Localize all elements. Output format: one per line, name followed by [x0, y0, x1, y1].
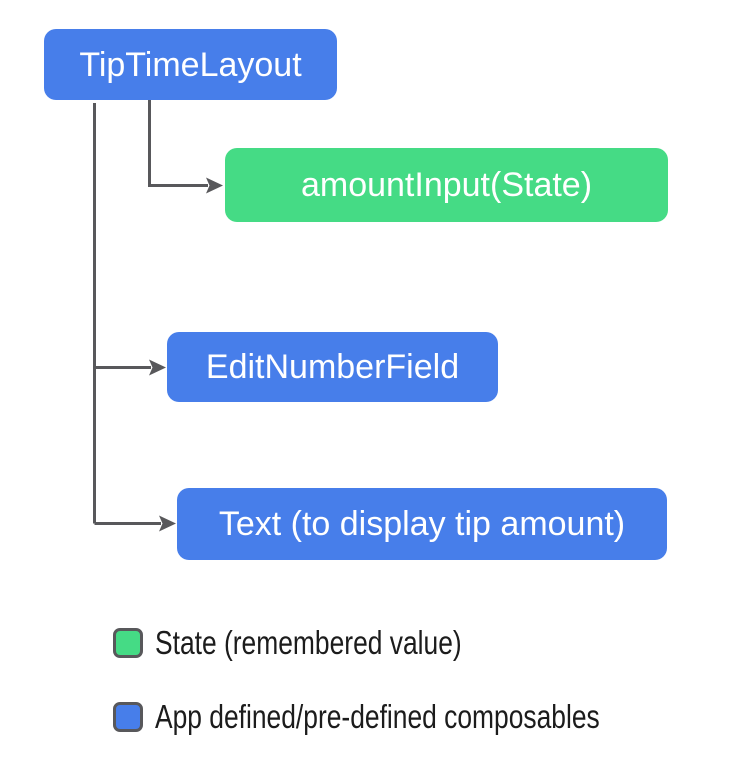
node-text-display-label: Text (to display tip amount)	[218, 505, 626, 543]
legend-item-state: State (remembered value)	[113, 624, 538, 661]
node-editnumberfield-label: EditNumberField	[205, 348, 460, 386]
node-text-display: Text (to display tip amount)	[177, 488, 667, 560]
arrowhead-text	[159, 515, 176, 532]
arrowhead-amountinput	[206, 177, 223, 194]
node-amountinput-state: amountInput(State)	[225, 148, 668, 222]
legend-swatch-state-icon	[113, 628, 143, 658]
legend-label-composable: App defined/pre-defined composables	[155, 698, 600, 735]
legend-label-state: State (remembered value)	[155, 624, 462, 661]
node-tiptimelayout: TipTimeLayout	[44, 29, 337, 100]
legend-swatch-composable-icon	[113, 702, 143, 732]
node-amountinput-state-label: amountInput(State)	[300, 166, 593, 204]
connector-root-to-amountinput	[148, 100, 208, 187]
legend-item-composable: App defined/pre-defined composables	[113, 698, 711, 735]
node-editnumberfield: EditNumberField	[167, 332, 498, 402]
arrowhead-editnumberfield	[149, 359, 166, 376]
node-tiptimelayout-label: TipTimeLayout	[79, 45, 302, 84]
